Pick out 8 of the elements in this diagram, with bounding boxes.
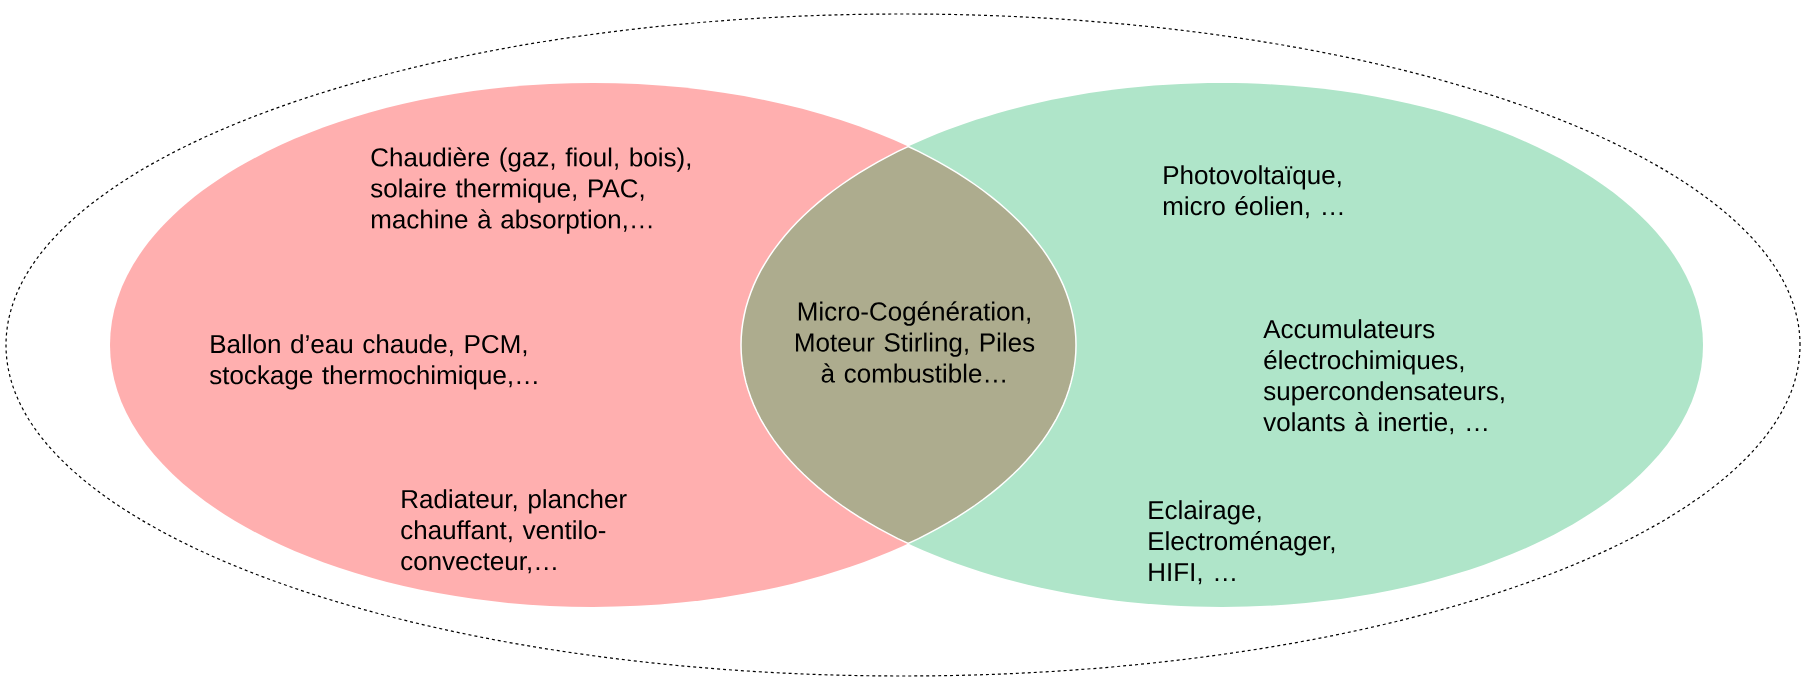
venn-text: Ballon d’eau chaude, PCM, stockage thermochimique,… xyxy=(209,334,537,390)
venn-text: Photovoltaïque, micro éolien, … xyxy=(1163,165,1343,219)
venn-text: Eclairage, Electroménager, HIFI, … xyxy=(1149,500,1335,585)
venn-text: Chaudière (gaz, fioul, bois), solaire thermique, PAC, machine à absorption,… xyxy=(370,147,691,234)
venn-outline xyxy=(5,13,1801,677)
venn-text: Micro-Cogénération, Moteur Stirling, Piles à combustible… xyxy=(796,301,1035,383)
venn-text: Radiateur, plancher chauffant, ventilo-convecteur,… xyxy=(401,489,627,574)
venn-text: Accumulateurs électrochimiques, supercondensateurs, volants à inertie, … xyxy=(1263,319,1504,435)
